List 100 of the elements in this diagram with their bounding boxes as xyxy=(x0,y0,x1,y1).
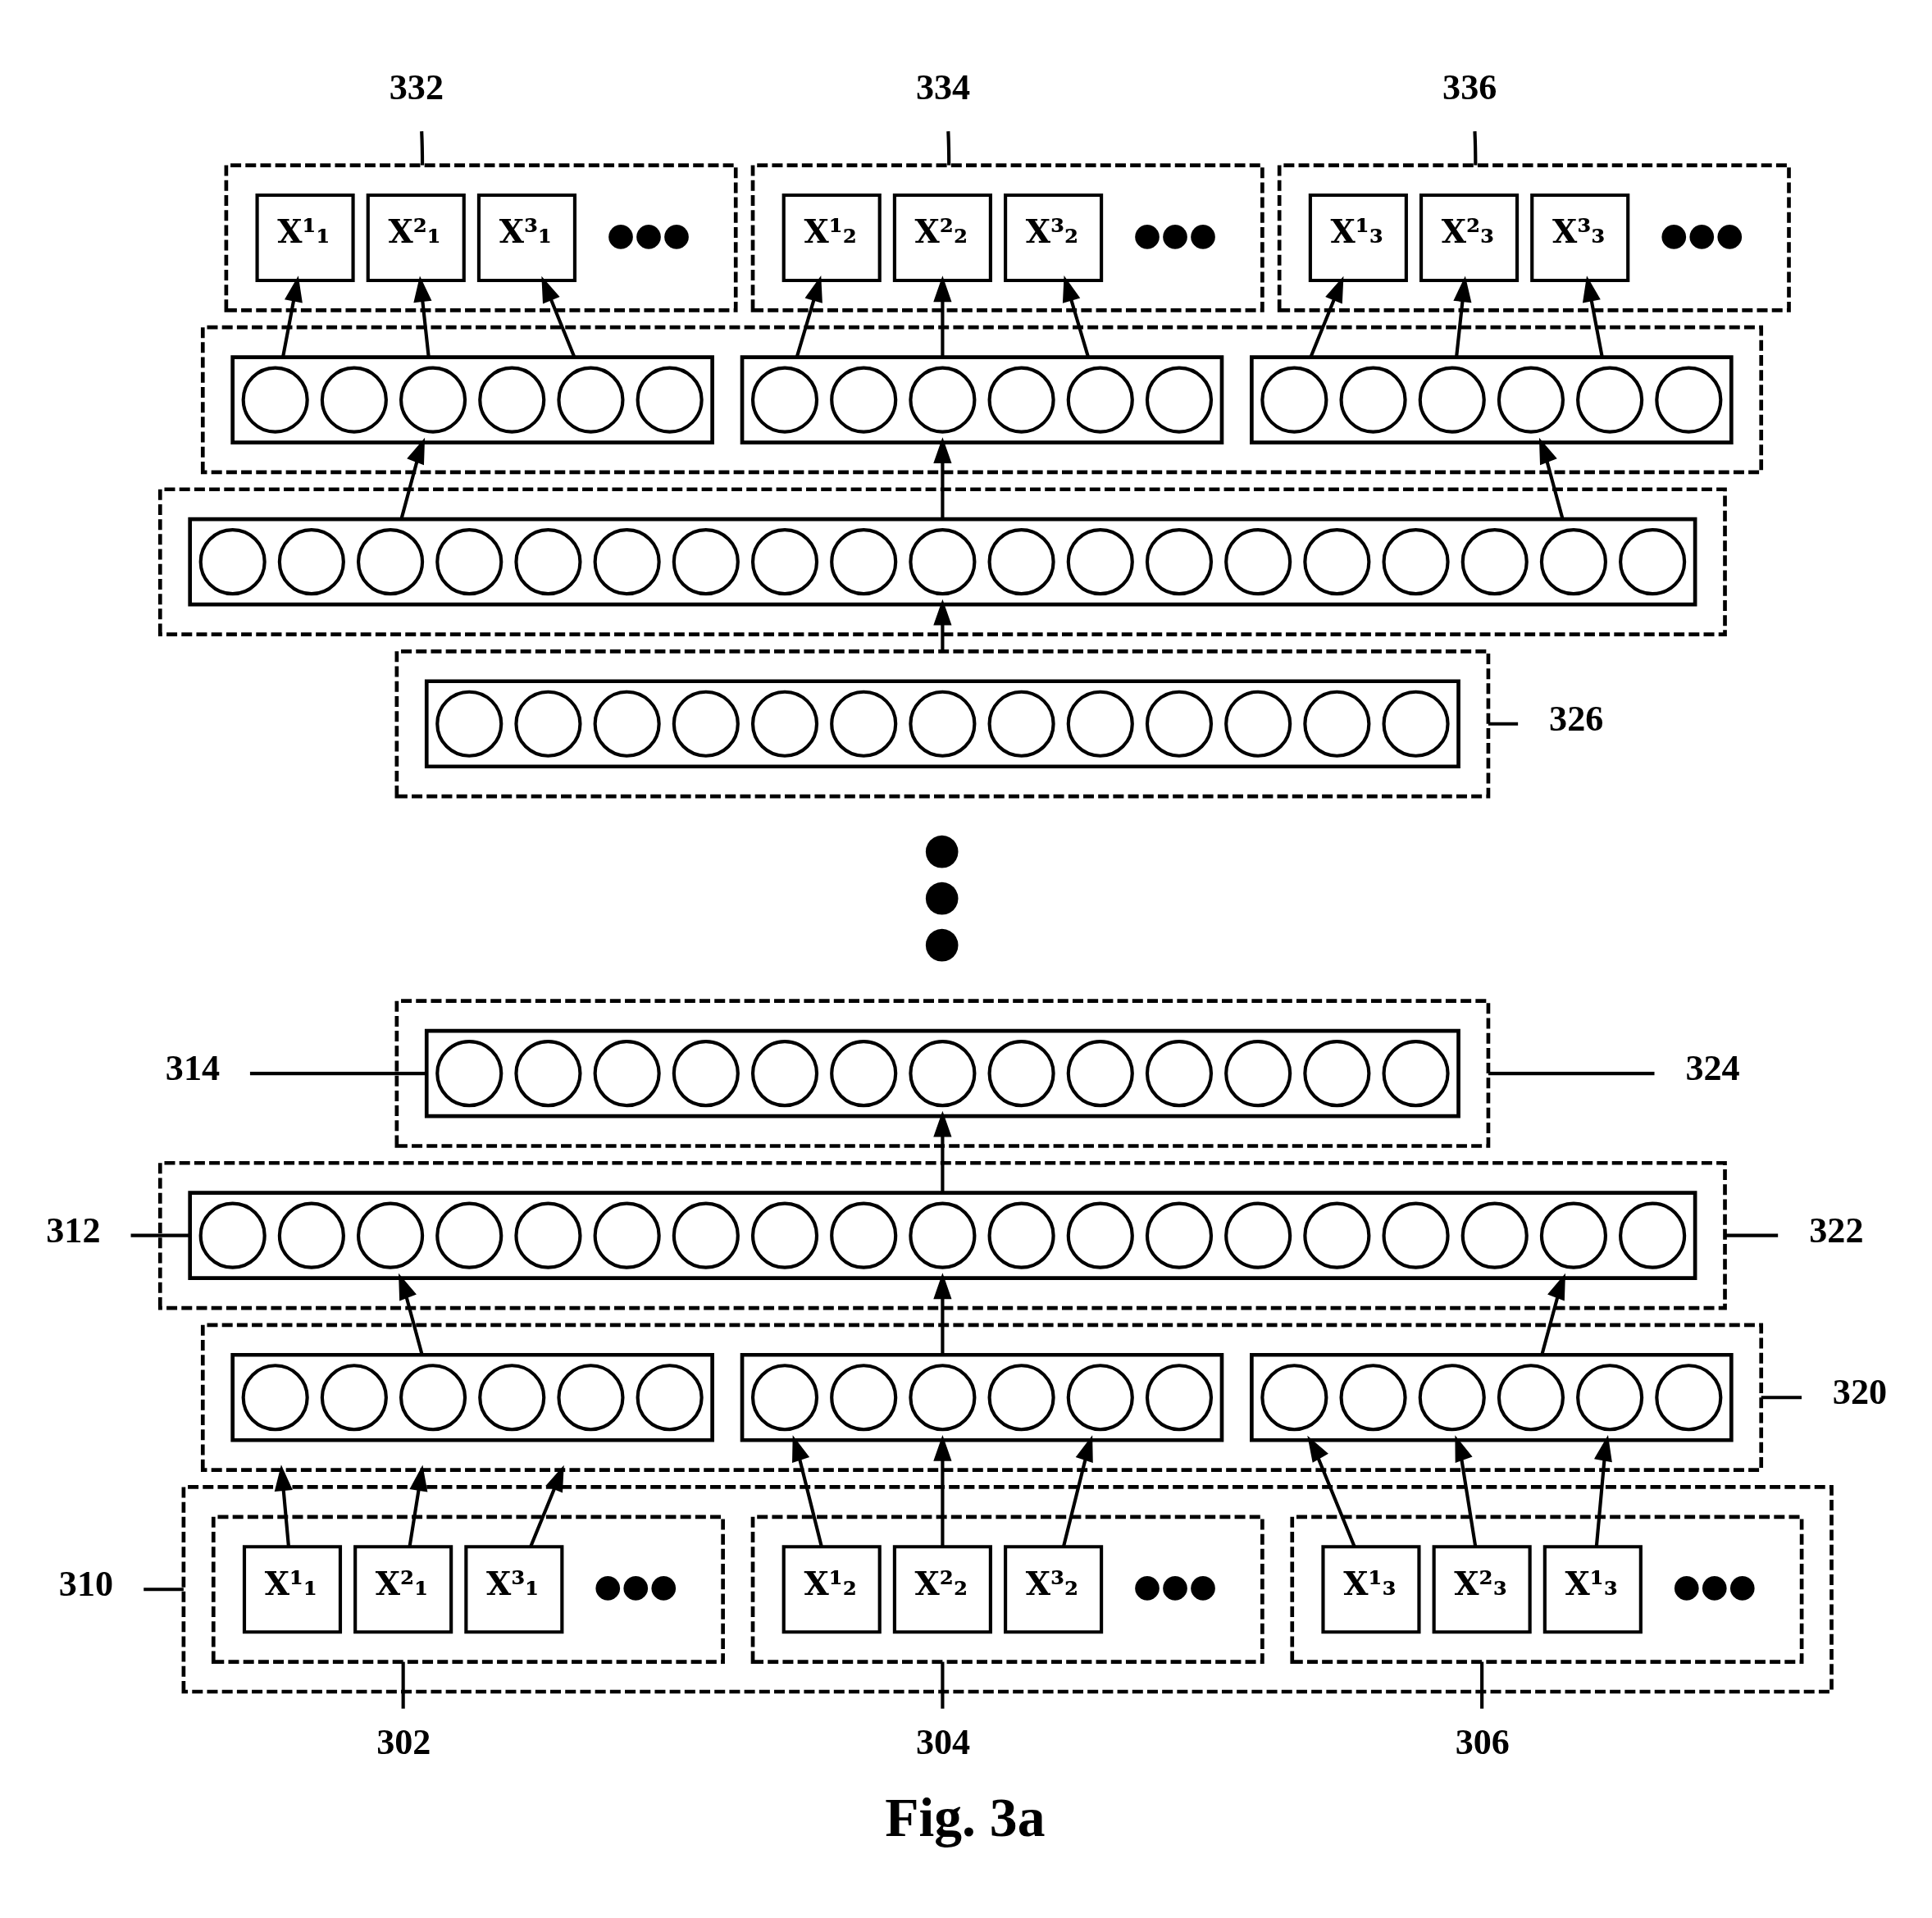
node-circle xyxy=(1339,1363,1407,1431)
arrow xyxy=(795,275,822,358)
arrow xyxy=(280,275,303,358)
cluster xyxy=(740,1352,1224,1442)
arrow xyxy=(933,275,952,358)
node-text: 314 xyxy=(165,1047,221,1088)
arrow xyxy=(792,1434,823,1547)
cluster xyxy=(424,678,1460,768)
node-circle xyxy=(593,1201,661,1269)
node-circle xyxy=(1576,366,1644,434)
node-circle xyxy=(987,690,1055,758)
arrow xyxy=(408,1464,428,1547)
connector xyxy=(130,1233,190,1237)
node-circle xyxy=(478,366,546,434)
node-circle xyxy=(514,527,582,595)
node-circle xyxy=(1539,527,1607,595)
connector xyxy=(1480,1661,1484,1709)
node-circle xyxy=(830,366,898,434)
node-circle xyxy=(514,690,582,758)
node-circle xyxy=(357,1201,425,1269)
node-box: X¹₃ xyxy=(1321,1544,1421,1633)
arrow xyxy=(933,1110,952,1193)
node-circle xyxy=(1066,366,1134,434)
node-box: X³₁ xyxy=(476,193,577,282)
node-circle xyxy=(750,690,819,758)
node-text: 312 xyxy=(46,1210,101,1251)
node-text: 334 xyxy=(915,66,971,107)
node-circle xyxy=(320,366,388,434)
node-circle xyxy=(478,1363,546,1431)
node-circle xyxy=(198,1201,267,1269)
cluster xyxy=(224,162,738,312)
node-circle xyxy=(198,527,267,595)
node-box: X²₂ xyxy=(892,1544,992,1633)
node-box: X²₂ xyxy=(892,193,992,282)
node-circle xyxy=(277,527,345,595)
node-circle xyxy=(1303,690,1371,758)
node-circle xyxy=(1224,1201,1292,1269)
node-box: X³₁ xyxy=(464,1544,564,1633)
node-circle xyxy=(593,690,661,758)
node-circle xyxy=(1655,1363,1723,1431)
arrow xyxy=(933,436,952,519)
node-circle xyxy=(1460,1201,1529,1269)
node-circle xyxy=(1382,690,1450,758)
node-circle xyxy=(1066,690,1134,758)
arrow xyxy=(529,1465,564,1547)
cluster xyxy=(157,1160,1727,1310)
node-circle xyxy=(1619,1201,1687,1269)
connector xyxy=(1488,722,1519,726)
node-circle xyxy=(514,1201,582,1269)
cluster xyxy=(424,1028,1460,1118)
node-circle xyxy=(830,690,898,758)
arrow xyxy=(1453,275,1472,358)
connector xyxy=(249,1071,427,1075)
node-circle xyxy=(557,366,625,434)
node-box: X¹₂ xyxy=(781,193,882,282)
node-text: 324 xyxy=(1685,1047,1740,1088)
node-circle xyxy=(435,1201,504,1269)
node-circle xyxy=(241,1363,309,1431)
cluster xyxy=(1250,1352,1734,1442)
node-circle xyxy=(1382,1201,1450,1269)
node-circle xyxy=(909,690,977,758)
node-circle xyxy=(1145,366,1214,434)
node-circle xyxy=(1145,1201,1214,1269)
node-circle xyxy=(1576,1363,1644,1431)
node-circle xyxy=(750,527,819,595)
node-circle xyxy=(987,1201,1055,1269)
node-circle xyxy=(987,366,1055,434)
node-circle xyxy=(830,1363,898,1431)
connector xyxy=(946,130,951,166)
arrow xyxy=(933,1434,952,1547)
node-text: 302 xyxy=(376,1721,431,1762)
label: ●●● xyxy=(1660,215,1744,253)
node-box: X¹₃ xyxy=(1308,193,1408,282)
cluster xyxy=(740,354,1224,444)
node-circle xyxy=(1303,1201,1371,1269)
node-box: X²₁ xyxy=(366,193,466,282)
node-circle xyxy=(672,1201,740,1269)
node-circle xyxy=(1224,1039,1292,1107)
node-circle xyxy=(1066,527,1134,595)
node-circle xyxy=(1066,1201,1134,1269)
arrow xyxy=(1309,276,1344,358)
node-circle xyxy=(557,1363,625,1431)
node-circle xyxy=(750,1363,819,1431)
node-text: 306 xyxy=(1455,1721,1510,1762)
connector xyxy=(1725,1233,1779,1237)
cluster xyxy=(394,649,1491,798)
label: ●●● xyxy=(1672,1566,1757,1604)
node-circle xyxy=(1539,1201,1607,1269)
node-circle xyxy=(435,1039,504,1107)
node-circle xyxy=(1224,527,1292,595)
connector xyxy=(1488,1071,1655,1075)
node-circle xyxy=(1339,366,1407,434)
node-circle xyxy=(1066,1363,1134,1431)
node-circle xyxy=(672,690,740,758)
node-circle xyxy=(750,1039,819,1107)
node-box: X³₃ xyxy=(1530,193,1630,282)
node-text: 310 xyxy=(58,1563,114,1604)
node-circle xyxy=(830,1201,898,1269)
connector xyxy=(401,1661,405,1709)
node-circle xyxy=(636,366,704,434)
